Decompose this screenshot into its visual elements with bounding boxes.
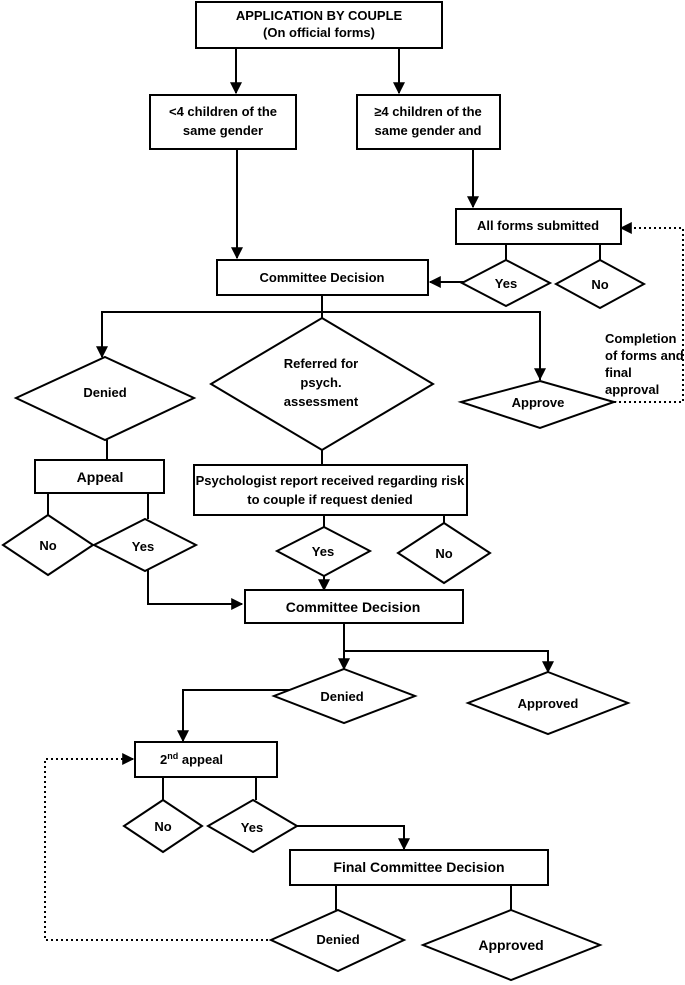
less-than-four-line1: <4 children of the: [169, 104, 277, 119]
less-than-four-line2: same gender: [183, 123, 263, 138]
appeal-no-diamond: [1, 513, 95, 577]
psych-yes-diamond: [274, 525, 373, 578]
second-appeal-suffix: nd: [167, 751, 178, 761]
final-approved-diamond: [420, 908, 603, 982]
second-appeal-ordinal: 2: [160, 752, 167, 767]
application-title: APPLICATION BY COUPLE: [236, 8, 403, 23]
second-appeal-rest: appeal: [178, 752, 223, 767]
approved-2-label: Approved: [518, 696, 579, 711]
all-forms-label: All forms submitted: [477, 218, 599, 233]
second-yes-label: Yes: [241, 820, 263, 835]
forms-yes-diamond: [459, 258, 553, 308]
appeal-yes-label: Yes: [132, 539, 154, 554]
committee-decision-box: [216, 259, 429, 296]
approved-2-diamond: [465, 670, 631, 736]
four-or-more-line1-rest: 4 children of the: [381, 104, 481, 119]
completion-note-line4: approval: [605, 382, 659, 397]
appeal-box: [34, 459, 165, 494]
denied-2-label: Denied: [320, 689, 363, 704]
second-appeal-label: 2nd appeal: [160, 751, 223, 767]
committee-decision-2-label: Committee Decision: [286, 599, 421, 615]
final-denied-label: Denied: [316, 932, 359, 947]
denied-2-diamond: [271, 667, 418, 725]
appeal-label: Appeal: [77, 469, 124, 485]
arrow-committee2-to-approved: [343, 622, 554, 674]
dotted-approve-to-forms: [614, 222, 684, 403]
committee-decision-2-box: [244, 589, 464, 624]
approve-diamond: [457, 379, 618, 430]
appeal-no-label: No: [39, 538, 56, 553]
completion-note-line3: final: [605, 365, 632, 380]
connectors: [44, 48, 684, 941]
psych-no-label: No: [435, 546, 452, 561]
four-or-more-line1: ≥4 children of the: [374, 104, 482, 119]
referred-diamond: [209, 316, 435, 452]
completion-note-line2: of forms and: [605, 348, 684, 363]
four-or-more-line2: same gender and: [375, 123, 482, 138]
arrow-second-yes-to-final: [296, 825, 410, 851]
final-committee-label: Final Committee Decision: [333, 859, 504, 875]
application-box: [195, 1, 443, 49]
psych-no-diamond: [396, 521, 492, 585]
completion-note-line1: Completion: [605, 331, 677, 346]
second-yes-diamond: [206, 798, 299, 854]
forms-no-label: No: [591, 277, 608, 292]
four-or-more-box: [356, 94, 501, 150]
arrow-appeal-yes-to-committee2: [147, 570, 244, 610]
second-no-diamond: [122, 798, 204, 854]
denied-diamond: [13, 355, 197, 442]
psych-yes-label: Yes: [312, 544, 334, 559]
final-approved-label: Approved: [478, 937, 543, 953]
approve-label: Approve: [512, 395, 565, 410]
less-than-four-box: [149, 94, 297, 150]
final-committee-box: [289, 849, 549, 886]
referred-line3: assessment: [284, 394, 359, 409]
forms-no-diamond: [553, 258, 647, 310]
second-appeal-box: [134, 741, 278, 778]
psych-report-line1: Psychologist report received regarding r…: [196, 473, 466, 488]
appeal-yes-diamond: [91, 517, 199, 573]
referred-line2: psych.: [300, 375, 341, 390]
psych-report-box: [193, 464, 468, 516]
committee-decision-label: Committee Decision: [260, 270, 385, 285]
all-forms-box: [455, 208, 622, 245]
referred-line1: Referred for: [284, 356, 358, 371]
arrow-denied2-to-second-appeal: [177, 689, 298, 743]
application-subtitle: (On official forms): [263, 25, 375, 40]
greater-equal-symbol: ≥: [374, 104, 381, 119]
psych-report-line2: to couple if request denied: [247, 492, 412, 507]
denied-label: Denied: [83, 385, 126, 400]
second-no-label: No: [154, 819, 171, 834]
forms-yes-label: Yes: [495, 276, 517, 291]
final-denied-diamond: [268, 908, 407, 973]
